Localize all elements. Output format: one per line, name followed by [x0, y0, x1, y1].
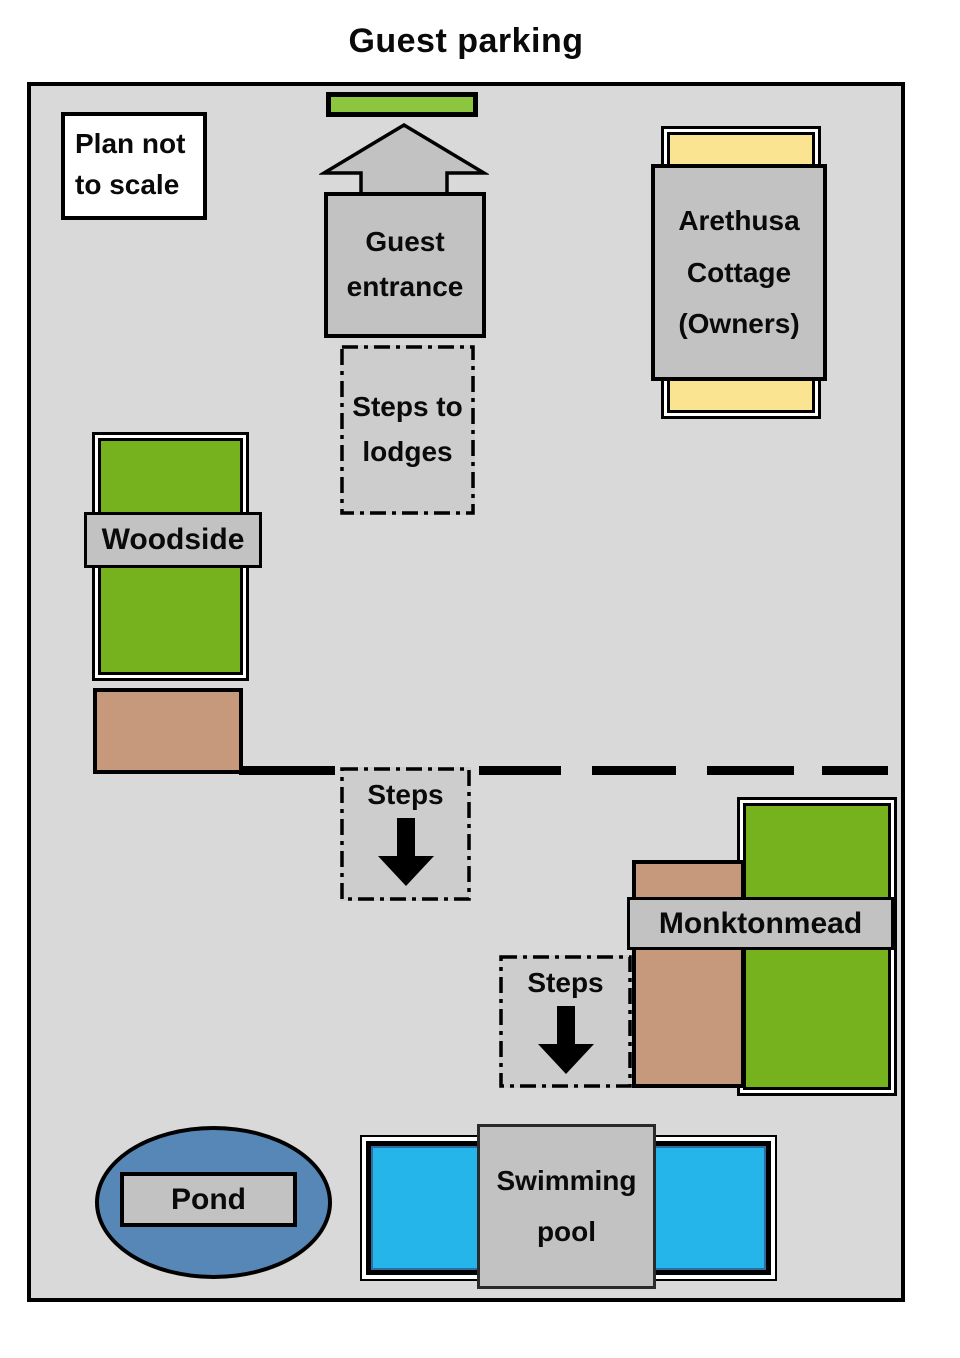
arethusa-label-line: (Owners): [678, 308, 800, 340]
scale-note: Plan not to scale: [61, 112, 207, 220]
down-arrow-icon: [377, 817, 434, 886]
boundary-wall-segment: [239, 766, 335, 775]
arethusa-label-line: Arethusa: [678, 204, 800, 236]
plan-title: Guest parking: [348, 22, 584, 60]
monktonmead-label: Monktonmead: [627, 897, 894, 950]
guest-entrance-box: Guest entrance: [324, 192, 486, 338]
boundary-wall-segment: [592, 766, 676, 775]
guest-parking-strip: [326, 92, 478, 117]
plan-area: Guest entrance Steps to lodges Arethusa …: [27, 82, 905, 1302]
pool-label-line: pool: [536, 1215, 597, 1247]
boundary-wall-segment: [822, 766, 888, 775]
steps-to-lodges-box: Steps to lodges: [340, 345, 475, 515]
woodside-label: Woodside: [84, 512, 262, 568]
scale-note-line: to scale: [75, 168, 180, 200]
dash-dot-border: [499, 955, 632, 1088]
guest-entrance-label: Guest: [365, 226, 445, 258]
steps-to-lodges-label: Steps to: [352, 391, 463, 423]
arethusa-cottage-label: Arethusa Cottage (Owners): [651, 164, 827, 381]
boundary-wall-segment: [479, 766, 561, 775]
steps-to-lodges-label: lodges: [362, 436, 453, 467]
pond-label-text: Pond: [171, 1182, 246, 1216]
monktonmead-label-text: Monktonmead: [658, 906, 863, 940]
arethusa-label-line: Cottage: [686, 256, 792, 288]
down-arrow-icon: [537, 1005, 594, 1074]
pond-label: Pond: [120, 1172, 297, 1227]
woodside-drive: [93, 688, 243, 774]
scale-note-line: Plan not: [75, 128, 186, 159]
steps-middle-label: Steps: [367, 779, 444, 810]
steps-box-lower: Steps: [499, 955, 632, 1088]
dash-dot-border: [340, 345, 475, 515]
guest-entrance-label: entrance: [346, 271, 464, 302]
dash-dot-border: [340, 767, 471, 901]
steps-box-middle: Steps: [340, 767, 471, 901]
pool-label-line: Swimming: [496, 1165, 637, 1197]
steps-lower-label: Steps: [527, 967, 604, 998]
up-arrow-icon: [319, 122, 489, 200]
boundary-wall-segment: [707, 766, 794, 775]
monktonmead-drive: [632, 860, 745, 1088]
woodside-label-text: Woodside: [101, 523, 245, 556]
swimming-pool-label: Swimming pool: [477, 1124, 656, 1289]
